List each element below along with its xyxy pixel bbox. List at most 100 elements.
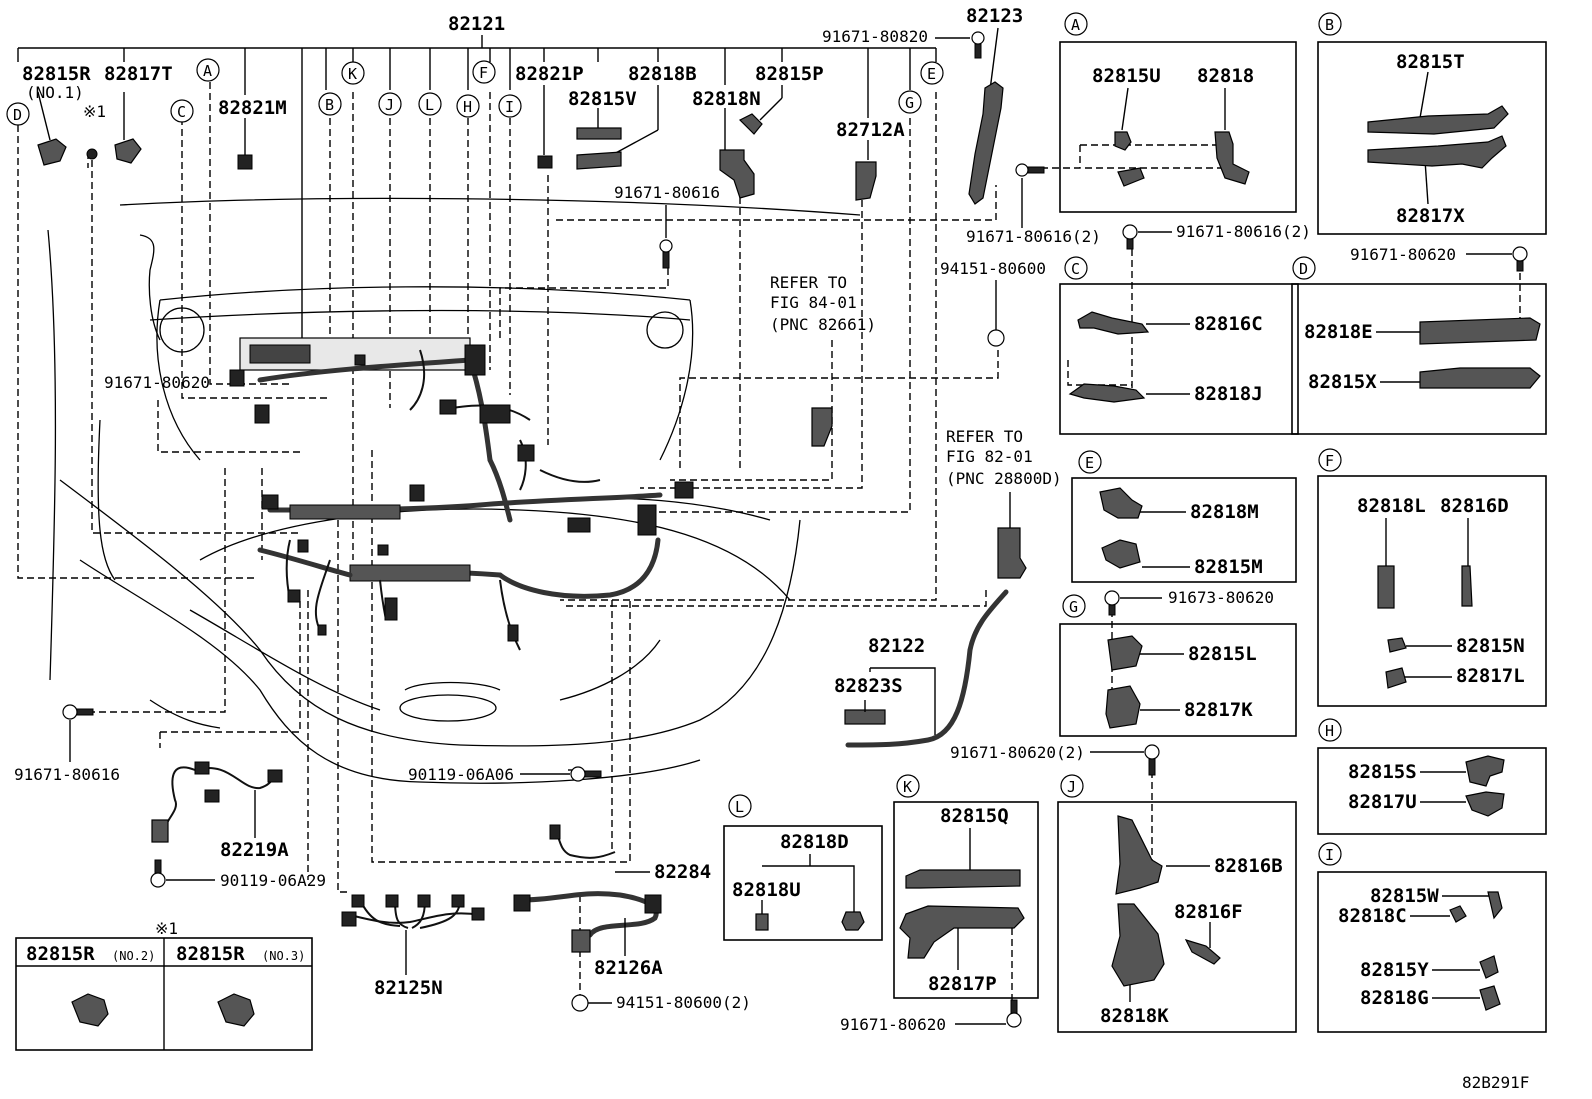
callouts-main: A D C K B J L H F I G E (6, 58, 944, 126)
label-82815P: 82815P (755, 63, 824, 85)
ref2-line2: FIG 82-01 (946, 447, 1033, 466)
label-91671-80616-b: 91671-80616 (14, 765, 120, 784)
svg-text:82817P: 82817P (928, 973, 997, 995)
svg-text:82816B: 82816B (1214, 855, 1283, 877)
svg-text:F: F (479, 64, 488, 82)
label-82815R: 82815R (22, 63, 91, 85)
svg-text:82815U: 82815U (1092, 65, 1161, 87)
svg-text:J: J (1067, 778, 1076, 796)
callout-E-main: E (920, 61, 944, 85)
svg-text:B: B (1325, 16, 1334, 34)
callout-G-main: G (898, 90, 922, 114)
svg-text:82815T: 82815T (1396, 51, 1465, 73)
svg-text:82816D: 82816D (1440, 495, 1509, 517)
svg-text:F: F (1325, 452, 1334, 470)
svg-text:82818D: 82818D (780, 831, 849, 853)
detail-box-B: B 82815T 82817X (1317, 12, 1547, 235)
ref1-line2: FIG 84-01 (770, 293, 857, 312)
svg-text:82818U: 82818U (732, 879, 801, 901)
detail-box-A: A 82815U 82818 (1059, 12, 1297, 213)
svg-text:82815R: 82815R (26, 943, 95, 965)
svg-text:A: A (203, 62, 212, 80)
svg-text:H: H (1325, 722, 1334, 740)
svg-text:82818K: 82818K (1100, 1005, 1169, 1027)
svg-text:82818M: 82818M (1190, 501, 1259, 523)
detail-box-H: H 82815S 82817U (1317, 718, 1547, 835)
note-mark-1: ※1 (83, 102, 106, 121)
label-82815R-sub: (NO.1) (26, 83, 84, 102)
detail-box-K: K 82815Q 82817P (893, 774, 1039, 999)
label-91673-80620: 91673-80620 (1168, 588, 1274, 607)
label-82219A: 82219A (220, 839, 289, 861)
ref1-line3: (PNC 82661) (770, 315, 876, 334)
svg-text:82815S: 82815S (1348, 761, 1417, 783)
svg-text:C: C (177, 103, 186, 121)
svg-text:82818L: 82818L (1357, 495, 1426, 517)
svg-text:82818J: 82818J (1194, 383, 1263, 405)
callout-A-main: A (196, 58, 220, 82)
label-90119-06A29: 90119-06A29 (220, 871, 326, 890)
svg-text:J: J (385, 96, 394, 114)
label-82712A: 82712A (836, 119, 905, 141)
detail-box-E: E 82818M 82815M (1071, 450, 1297, 583)
label-91671-80616-a: 91671-80616 (614, 183, 720, 202)
svg-text:I: I (1325, 846, 1334, 864)
label-82823S: 82823S (834, 675, 903, 697)
label-91671-80620-c: 91671-80620 (1350, 245, 1456, 264)
bolt-icons (62, 31, 1528, 1028)
label-82126A: 82126A (594, 957, 663, 979)
svg-text:82815R: 82815R (176, 943, 245, 965)
svg-text:A: A (1071, 16, 1080, 34)
detail-box-F: F 82818L 82816D 82815N 82817L (1317, 448, 1547, 707)
label-91671-80620-a: 91671-80620 (104, 373, 210, 392)
label-91671-80620-2: 91671-80620(2) (950, 743, 1085, 762)
svg-text:C: C (1071, 260, 1080, 278)
callout-H-main: H (456, 94, 480, 118)
svg-text:G: G (905, 94, 914, 112)
svg-text:L: L (735, 798, 744, 816)
note-table: ※1 82815R (NO.2) 82815R (NO.3) (15, 919, 313, 1051)
svg-text:82815X: 82815X (1308, 371, 1377, 393)
svg-text:82815W: 82815W (1370, 885, 1439, 907)
svg-text:K: K (348, 65, 357, 83)
svg-text:82818G: 82818G (1360, 987, 1429, 1009)
svg-text:(NO.2): (NO.2) (112, 949, 155, 963)
label-90119-06A06: 90119-06A06 (408, 765, 514, 784)
svg-text:82815Y: 82815Y (1360, 959, 1429, 981)
detail-box-G: G 82815L 82817K (1059, 594, 1297, 737)
svg-text:G: G (1069, 598, 1078, 616)
callout-C-main: C (170, 99, 194, 123)
label-94151-80600: 94151-80600 (940, 259, 1046, 278)
svg-text:82818: 82818 (1197, 65, 1254, 87)
vehicle-body-outline (47, 197, 861, 784)
svg-text:D: D (1299, 260, 1308, 278)
callout-B-main: B (318, 92, 342, 116)
bolt-labels: 91671-80820 91671-80616 91671-80616(2) 9… (14, 27, 1512, 1034)
label-82815V: 82815V (568, 88, 637, 110)
label-82818N: 82818N (692, 88, 761, 110)
svg-text:82817L: 82817L (1456, 665, 1525, 687)
svg-text:B: B (325, 96, 334, 114)
svg-text:82818C: 82818C (1338, 905, 1407, 927)
svg-text:82816C: 82816C (1194, 313, 1263, 335)
callout-J-main: J (378, 92, 402, 116)
svg-text:L: L (425, 96, 434, 114)
svg-text:82815Q: 82815Q (940, 805, 1009, 827)
label-91671-80616-2b: 91671-80616(2) (1176, 222, 1311, 241)
svg-text:82818E: 82818E (1304, 321, 1373, 343)
detail-box-D: D 82818E 82815X (1291, 256, 1547, 435)
label-94151-80600-2: 94151-80600(2) (616, 993, 751, 1012)
label-82284: 82284 (654, 861, 711, 883)
label-82818B: 82818B (628, 63, 697, 85)
diagram-id: 82B291F (1462, 1073, 1529, 1092)
detail-box-I: I 82815W 82818C 82815Y 82818G (1317, 842, 1547, 1033)
refer-notes: REFER TO FIG 84-01 (PNC 82661) REFER TO … (770, 273, 1062, 528)
lower-parts (151, 527, 1027, 953)
ref1-line1: REFER TO (770, 273, 847, 292)
callout-I-main: I (498, 94, 522, 118)
main-engine-harness (229, 337, 694, 651)
lower-labels: 82122 82823S 82219A 82284 82125N 82126A (220, 635, 936, 999)
top-small-parts (37, 81, 1004, 447)
callout-K-main: K (341, 61, 365, 85)
